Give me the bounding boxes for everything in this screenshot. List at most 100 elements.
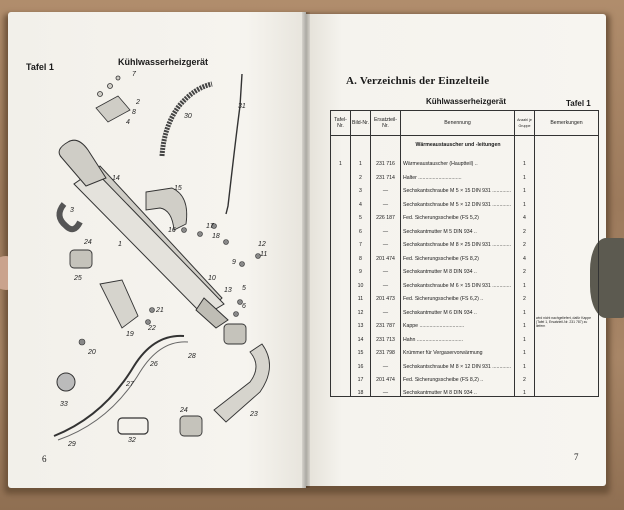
cell-bild: 15 <box>350 342 371 356</box>
table-header-row: Tafel-Nr. Bild-Nr. Ersatzteil-Nr. Benenn… <box>330 110 599 136</box>
cell-anzahl: 2 <box>514 369 535 383</box>
col-header-ersatzteil: Ersatzteil-Nr. <box>370 110 401 136</box>
callout-7: 7 <box>132 71 137 78</box>
cell-anzahl: 2 <box>514 234 535 248</box>
cell-bild: 13 <box>350 315 371 329</box>
cell-benennung: Hahn ................................ <box>400 329 515 343</box>
callout-6: 6 <box>242 303 246 310</box>
table-row: 3—Sechskantschraube M 5 × 15 DIN 931 ...… <box>330 180 599 194</box>
cell-bild: 14 <box>350 329 371 343</box>
cell-bemerkungen <box>534 369 599 383</box>
cell-anzahl: 1 <box>514 180 535 194</box>
callout-4: 4 <box>126 119 130 126</box>
callout-23: 23 <box>249 411 258 418</box>
cell-benennung: Krümmer für Vergaservorwärmung <box>400 342 515 356</box>
callout-33: 33 <box>60 401 68 408</box>
callout-5: 5 <box>242 285 246 292</box>
cell-anzahl: 2 <box>514 261 535 275</box>
table-row: 7—Sechskantschraube M 8 × 25 DIN 931 ...… <box>330 234 599 248</box>
cell-tafel <box>330 383 351 397</box>
cell-tafel <box>330 315 351 329</box>
cell-benennung: Kappe ............................... <box>400 315 515 329</box>
cell-ersatzteil: — <box>370 180 401 194</box>
right-heading: A. Verzeichnis der Einzelteile <box>346 75 490 87</box>
col-header-tafel: Tafel-Nr. <box>330 110 351 136</box>
cell-anzahl: 1 <box>514 342 535 356</box>
cell-tafel <box>330 329 351 343</box>
cell-bild: 3 <box>350 180 371 194</box>
cell-bemerkungen <box>534 194 599 208</box>
cell-anzahl: 2 <box>514 288 535 302</box>
cell-benennung: Halter .............................. <box>400 167 515 181</box>
callout-12: 12 <box>258 241 266 248</box>
callout-25: 25 <box>73 275 82 282</box>
callout-32: 32 <box>128 437 136 444</box>
callout-15: 15 <box>174 185 182 192</box>
exploded-parts-diagram: 7 2 4 8 30 31 14 15 3 1 16 17 18 12 11 9… <box>53 71 270 448</box>
callout-26: 26 <box>149 361 158 368</box>
cell-bild: 18 <box>350 383 371 397</box>
callout-21: 21 <box>155 307 164 314</box>
callout-24: 24 <box>83 239 92 246</box>
cell-tafel <box>330 167 351 181</box>
cell-ersatzteil: — <box>370 221 401 235</box>
cell-benennung: Fed. Sicherungsscheibe (FS 5,2) <box>400 207 515 221</box>
cell-bemerkungen <box>534 275 599 289</box>
callout-3: 3 <box>70 207 74 214</box>
cell-bild: 17 <box>350 369 371 383</box>
table-row: 18—Sechskantmutter M 8 DIN 934 ..1 <box>330 383 599 397</box>
cell-benennung: Sechskantmutter M 5 DIN 934 .. <box>400 221 515 235</box>
col-header-benennung: Benennung <box>400 110 515 136</box>
cell-benennung: Sechskantschraube M 5 × 15 DIN 931 .....… <box>400 180 515 194</box>
cell-ersatzteil: — <box>370 234 401 248</box>
cell-ersatzteil: 231 713 <box>370 329 401 343</box>
cell-anzahl: 1 <box>514 194 535 208</box>
parts-table: Tafel-Nr. Bild-Nr. Ersatzteil-Nr. Benenn… <box>330 110 599 397</box>
cell-tafel <box>330 302 351 316</box>
callout-22: 22 <box>147 325 156 332</box>
cell-bild: 4 <box>350 194 371 208</box>
cell-ersatzteil: — <box>370 383 401 397</box>
table-row: 16—Sechskantschraube M 8 × 12 DIN 931 ..… <box>330 356 599 370</box>
callout-19: 19 <box>126 331 134 338</box>
cell-bemerkungen <box>534 153 599 167</box>
cell-tafel <box>330 221 351 235</box>
cell-ersatzteil: 231 714 <box>370 167 401 181</box>
cell-benennung: Fed. Sicherungsscheibe (FS 8,2) .. <box>400 369 515 383</box>
cell-anzahl: 2 <box>514 221 535 235</box>
cell-bild: 1 <box>350 153 371 167</box>
cell-bemerkungen <box>534 180 599 194</box>
cell-ersatzteil: 201 474 <box>370 369 401 383</box>
callout-28: 28 <box>187 353 196 360</box>
cell-tafel: 1 <box>330 153 351 167</box>
col-header-bemerkungen: Bemerkungen <box>534 110 599 136</box>
table-row: 4—Sechskantschraube M 5 × 12 DIN 931 ...… <box>330 194 599 208</box>
book-gutter <box>302 12 310 488</box>
callout-1: 1 <box>118 241 122 248</box>
cell-bild: 7 <box>350 234 371 248</box>
cell-bemerkungen <box>534 356 599 370</box>
cell-tafel <box>330 288 351 302</box>
cell-ersatzteil: — <box>370 356 401 370</box>
left-tafel-label: Tafel 1 <box>26 62 54 72</box>
cell-bemerkungen <box>534 234 599 248</box>
cell-bemerkungen <box>534 288 599 302</box>
cell-tafel <box>330 275 351 289</box>
cell-ersatzteil: — <box>370 302 401 316</box>
cell-bemerkungen <box>534 342 599 356</box>
cell-benennung: Fed. Sicherungsscheibe (FS 6,2) .. <box>400 288 515 302</box>
cell-anzahl: 1 <box>514 383 535 397</box>
cell-tafel <box>330 194 351 208</box>
cell-bemerkungen <box>534 329 599 343</box>
cell-ersatzteil: 231 787 <box>370 315 401 329</box>
group-title: Wärmeaustauscher und -leitungen <box>400 135 515 154</box>
callout-9: 9 <box>232 259 236 266</box>
cell-tafel <box>330 248 351 262</box>
